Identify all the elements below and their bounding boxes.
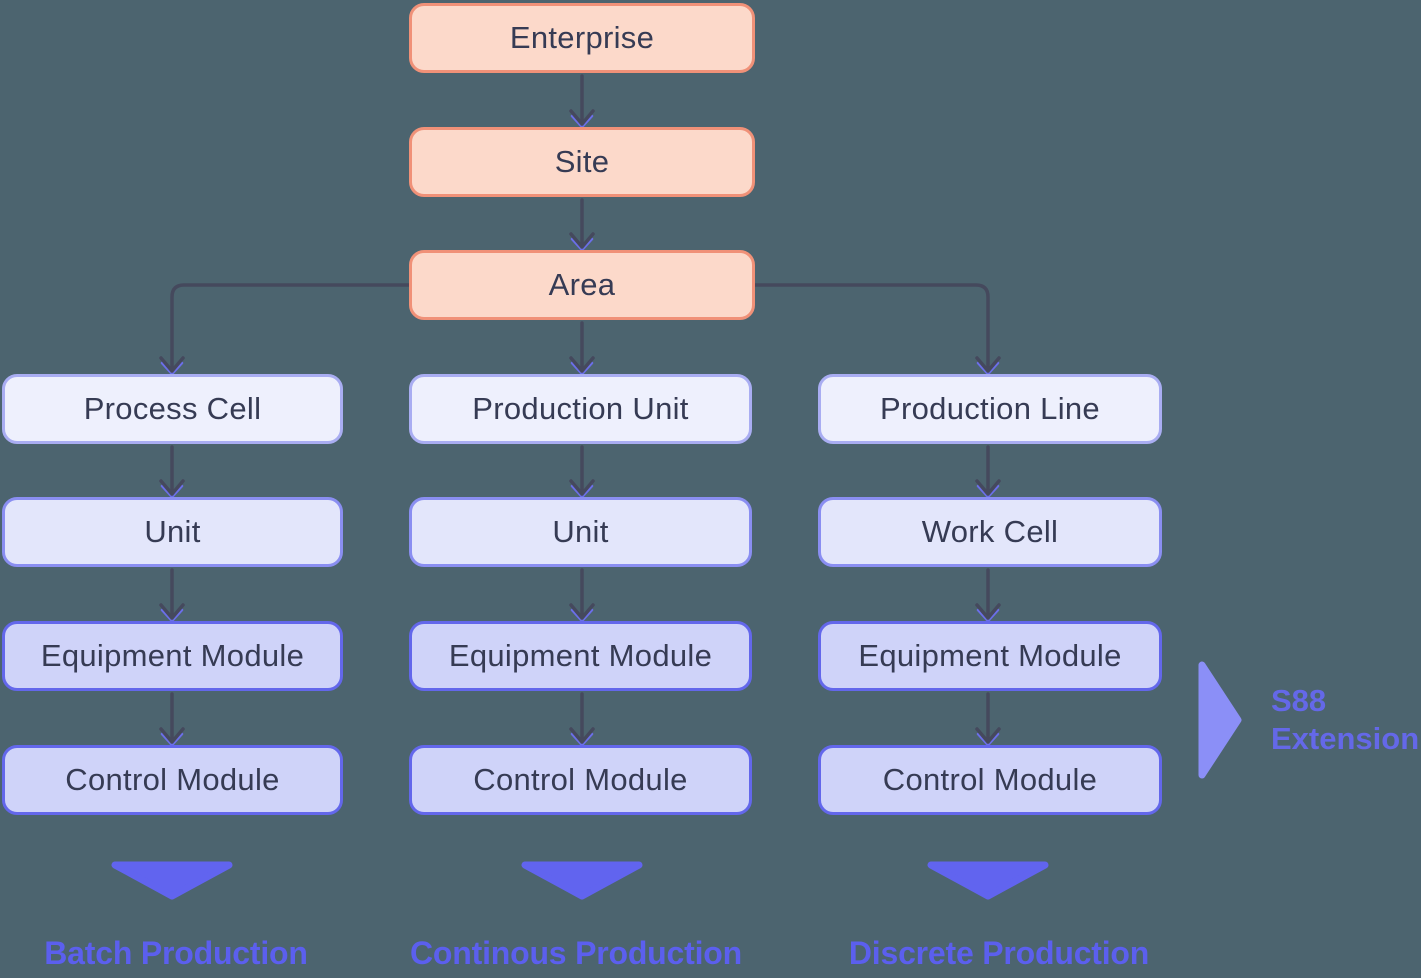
s88-extension-line1: S88: [1271, 683, 1327, 718]
branch-left-connector: [159, 283, 411, 373]
batch-production-label: Batch Production: [44, 935, 308, 971]
s88-extension-label: S88 Extension: [1271, 682, 1419, 758]
node-area: Area: [409, 250, 755, 320]
node-production-line: Production Line: [818, 374, 1162, 444]
node-process-cell: Process Cell: [2, 374, 343, 444]
discrete-triangle-icon: [927, 861, 1049, 900]
node-control-module-discrete: Control Module: [818, 745, 1162, 815]
s88-extension-line2: Extension: [1271, 721, 1420, 756]
batch-triangle-icon: [111, 861, 233, 900]
column-2-arrows: [569, 445, 595, 744]
node-enterprise: Enterprise: [409, 3, 755, 73]
discrete-production-label: Discrete Production: [848, 935, 1150, 971]
branch-right-connector: [753, 283, 1001, 373]
column-3-arrows: [975, 445, 1001, 744]
node-equipment-module-continuous: Equipment Module: [409, 621, 752, 691]
column-1-arrows: [159, 445, 185, 744]
continuous-production-label: Continous Production: [410, 935, 742, 971]
node-control-module-continuous: Control Module: [409, 745, 752, 815]
node-equipment-module-batch: Equipment Module: [2, 621, 343, 691]
node-site: Site: [409, 127, 755, 197]
node-equipment-module-discrete: Equipment Module: [818, 621, 1162, 691]
node-control-module-batch: Control Module: [2, 745, 343, 815]
node-work-cell: Work Cell: [818, 497, 1162, 567]
continuous-triangle-icon: [521, 861, 643, 900]
trunk-arrows: [569, 74, 595, 373]
node-unit-continuous: Unit: [409, 497, 752, 567]
s88-triangle-icon: [1198, 661, 1242, 779]
node-unit-batch: Unit: [2, 497, 343, 567]
node-production-unit: Production Unit: [409, 374, 752, 444]
